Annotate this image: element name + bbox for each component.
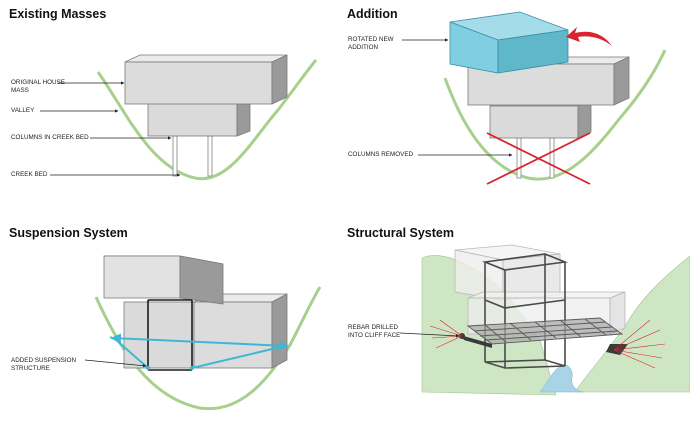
label-creek-bed: CREEK BED — [11, 171, 48, 178]
panel-suspension-system — [84, 255, 322, 411]
leader-lines — [399, 332, 460, 338]
leader-lines — [84, 359, 147, 368]
rotated-addition-block — [449, 11, 569, 74]
leader-lines — [40, 81, 181, 177]
title-suspension-system: Suspension System — [9, 226, 128, 240]
title-structural-system: Structural System — [347, 226, 454, 240]
valley-line — [96, 59, 318, 181]
cable-nodes — [146, 366, 194, 370]
suspension-cables — [109, 333, 289, 369]
label-columns-in-creek-bed: COLUMNS IN CREEK BED — [11, 134, 89, 141]
columns-removed-cross — [486, 132, 591, 185]
original-house-mass — [124, 54, 288, 105]
creek-columns — [172, 135, 213, 177]
title-existing-masses: Existing Masses — [9, 7, 107, 21]
lower-mass — [489, 99, 592, 139]
label-rebar-drilled: REBAR DRILLED INTO CLIFF FACE — [348, 324, 401, 339]
creek-water — [539, 364, 585, 393]
label-valley: VALLEY — [11, 107, 35, 114]
label-columns-removed: COLUMNS REMOVED — [348, 151, 414, 158]
panel-structural-system — [399, 244, 690, 396]
panel-existing-masses — [40, 54, 318, 181]
label-rotated-new-addition: ROTATED NEW ADDITION — [348, 36, 394, 51]
panel-addition — [402, 11, 667, 185]
upper-addition-mass — [103, 255, 224, 305]
floor-deck-grid — [466, 317, 624, 345]
label-added-suspension-structure: ADDED SUSPENSION STRUCTURE — [11, 357, 77, 372]
rotation-arrow — [566, 27, 612, 46]
leader-lines — [402, 38, 513, 157]
valley-line — [443, 49, 667, 181]
ghost-house-box — [467, 291, 626, 335]
title-addition: Addition — [347, 7, 398, 21]
lower-mass-left — [123, 301, 195, 369]
label-original-house-mass: ORIGINAL HOUSE MASS — [11, 79, 65, 94]
